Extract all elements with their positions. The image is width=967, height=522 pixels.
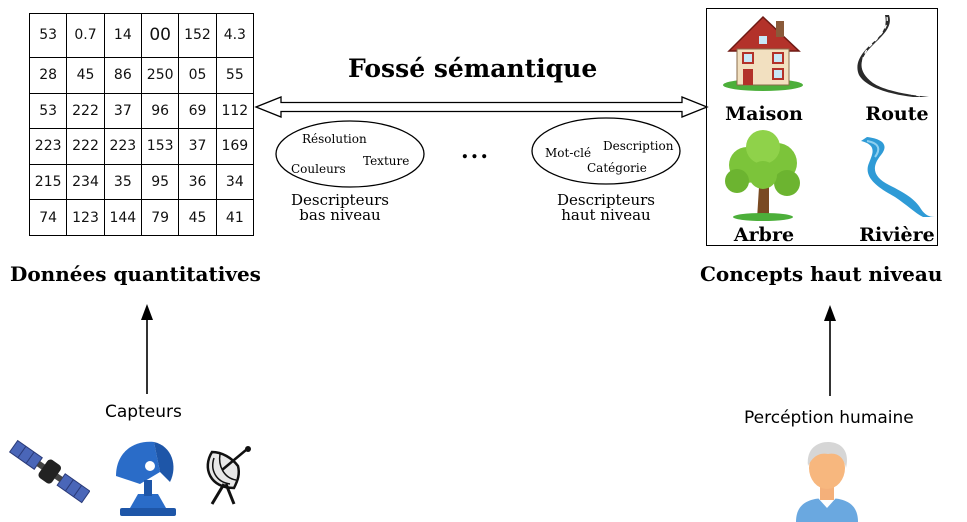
person-icon — [796, 442, 858, 522]
satellite-icon — [8, 439, 90, 504]
satellite-dish-icon — [206, 446, 251, 505]
matrix-cell: 0.7 — [66, 13, 105, 58]
matrix-cell: 95 — [140, 163, 180, 201]
high-level-caption-line1: Descripteurs — [556, 191, 655, 209]
matrix-cell: 234 — [66, 163, 105, 201]
concept-arbre: Arbre — [733, 224, 795, 246]
high-level-descriptors-ellipse — [531, 117, 681, 185]
low-level-caption-line1: Descripteurs — [290, 191, 389, 209]
matrix-cell: 69 — [178, 92, 217, 130]
descriptor-resolution: Résolution — [302, 132, 367, 146]
left-heading: Données quantitatives — [10, 262, 261, 286]
matrix-cell: 41 — [215, 199, 255, 236]
right-heading: Concepts haut niveau — [700, 262, 943, 286]
tree-icon — [725, 130, 800, 221]
low-level-descriptors-ellipse — [275, 120, 425, 188]
matrix-cell: 45 — [66, 56, 105, 94]
matrix-cell: 222 — [66, 128, 105, 165]
concepts-box: Maison Route Arbre Rivière — [706, 8, 938, 246]
matrix-cell: 00 — [140, 13, 180, 58]
matrix-cell: 28 — [28, 56, 68, 94]
concept-route: Route — [865, 103, 929, 125]
ellipsis-dots: ... — [461, 138, 490, 164]
matrix-cell: 53 — [28, 13, 68, 58]
concept-maison: Maison — [725, 103, 803, 125]
descriptor-categorie: Catégorie — [587, 161, 647, 175]
descriptor-texture: Texture — [363, 154, 410, 168]
matrix-cell: 86 — [103, 56, 142, 94]
descriptor-couleurs: Couleurs — [291, 162, 346, 176]
low-level-caption-line2: bas niveau — [299, 206, 381, 224]
descriptor-mot-cle: Mot-clé — [545, 146, 592, 160]
high-level-caption-line2: haut niveau — [561, 206, 651, 224]
matrix-cell: 35 — [103, 163, 142, 201]
high-level-caption: Descripteurs haut niveau — [536, 193, 676, 223]
matrix-cell: 215 — [28, 163, 68, 201]
matrix-cell: 169 — [215, 128, 255, 165]
diagram-title: Fossé sémantique — [348, 54, 598, 83]
matrix-cell: 37 — [103, 92, 142, 130]
matrix-cell: 74 — [28, 199, 68, 236]
sensors-label: Capteurs — [105, 402, 182, 422]
concept-riviere: Rivière — [859, 224, 935, 246]
low-level-caption: Descripteurs bas niveau — [270, 193, 410, 223]
matrix-cell: 250 — [140, 56, 180, 94]
matrix-cell: 45 — [178, 199, 217, 236]
perception-label: Percéption humaine — [744, 408, 914, 428]
house-icon — [723, 15, 803, 91]
radar-dish-icon — [116, 441, 176, 516]
matrix-cell: 222 — [66, 92, 105, 130]
matrix-cell: 96 — [140, 92, 180, 130]
road-icon — [857, 15, 929, 97]
matrix-cell: 144 — [103, 199, 142, 236]
matrix-cell: 4.3 — [215, 13, 255, 58]
matrix-cell: 79 — [140, 199, 180, 236]
river-icon — [861, 137, 935, 217]
matrix-cell: 223 — [103, 128, 142, 165]
descriptor-description: Description — [603, 139, 674, 153]
matrix-cell: 34 — [215, 163, 255, 201]
matrix-cell: 55 — [215, 56, 255, 94]
